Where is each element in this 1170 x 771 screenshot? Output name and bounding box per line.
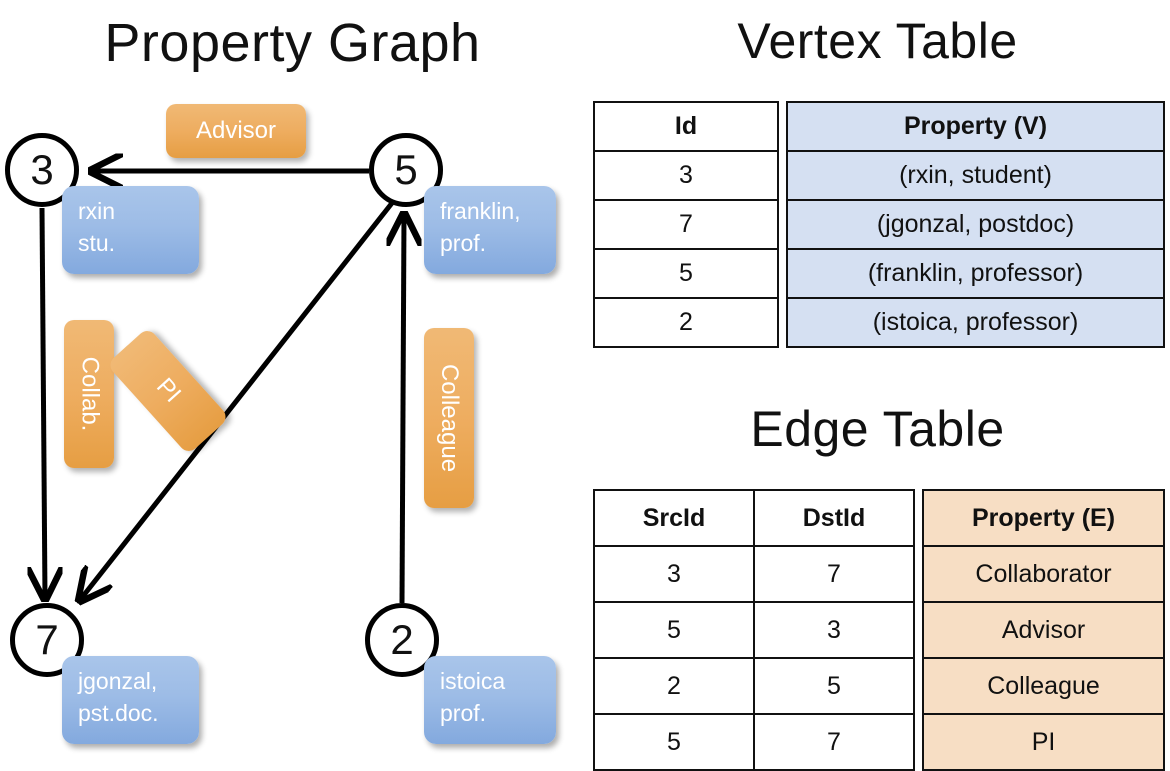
edge-table-header-srcid: SrcId [593, 489, 755, 547]
graph-edge-arrows [0, 0, 585, 760]
edge-label-colleague-text: Colleague [436, 363, 463, 473]
vertex-table-cell-id: 2 [593, 297, 779, 348]
edge-table-cell-srcid: 2 [593, 657, 755, 715]
edge-table-header-dstid: DstId [753, 489, 915, 547]
vertex-table-cell-property: (jgonzal, postdoc) [786, 199, 1165, 250]
table-row: (jgonzal, postdoc) [786, 199, 1165, 250]
table-row: 5 3 [593, 601, 915, 659]
table-header-row: Property (E) [922, 489, 1165, 547]
graph-vertex-7-id: 7 [35, 616, 59, 663]
vertex-table-cell-id: 5 [593, 248, 779, 299]
page-title-edge-table: Edge Table [750, 401, 1005, 457]
table-header-row: Id [593, 101, 779, 152]
edge-table-header-property: Property (E) [922, 489, 1165, 547]
table-row: 5 7 [593, 713, 915, 771]
arrow-3-to-7 [42, 207, 45, 598]
vertex-property-box-7: jgonzal, pst.doc. [62, 656, 199, 744]
table-row: 2 [593, 297, 779, 348]
table-row: 3 [593, 150, 779, 201]
vertex-table-cell-property: (rxin, student) [786, 150, 1165, 201]
edge-label-pi-text: PI [150, 373, 186, 409]
edge-label-collab: Collab. [64, 320, 114, 468]
edge-table-cell-property: Collaborator [922, 545, 1165, 603]
vertex-table-property-column: Property (V) (rxin, student) (jgonzal, p… [786, 101, 1165, 348]
edge-table-cell-dstid: 7 [753, 545, 915, 603]
graph-vertex-3-id: 3 [30, 146, 54, 193]
edge-table-cell-dstid: 3 [753, 601, 915, 659]
page-title-vertex-table: Vertex Table [737, 13, 1018, 69]
table-row: Advisor [922, 601, 1165, 659]
vertex-table-cell-id: 7 [593, 199, 779, 250]
edge-table-cell-property: PI [922, 713, 1165, 771]
graph-vertex-5: 5 [369, 133, 443, 207]
table-row: 2 5 [593, 657, 915, 715]
vertex-table-header-property: Property (V) [786, 101, 1165, 152]
table-row: Colleague [922, 657, 1165, 715]
edge-table-cell-srcid: 3 [593, 545, 755, 603]
vertex-property-box-3: rxin stu. [62, 186, 199, 274]
table-row: (rxin, student) [786, 150, 1165, 201]
vertex-table-id-column: Id 3 7 5 2 [593, 101, 779, 348]
edge-table-property-column: Property (E) Collaborator Advisor Collea… [922, 489, 1165, 771]
edge-table-cell-property: Advisor [922, 601, 1165, 659]
table-header-row: SrcId DstId [593, 489, 915, 547]
edge-label-colleague: Colleague [424, 328, 474, 508]
table-header-row: Property (V) [786, 101, 1165, 152]
property-graph-diagram: Advisor Collab. PI Colleague rxin stu. f… [0, 0, 585, 760]
arrow-2-to-5 [402, 215, 404, 604]
edge-table-cell-srcid: 5 [593, 601, 755, 659]
edge-label-advisor-text: Advisor [195, 117, 277, 144]
graph-vertex-2: 2 [365, 603, 439, 677]
page-title-property-graph: Property Graph [104, 13, 481, 73]
edge-label-advisor: Advisor [166, 104, 306, 158]
vertex-property-box-2: istoica prof. [424, 656, 556, 744]
edge-table-cell-dstid: 7 [753, 713, 915, 771]
vertex-table-cell-property: (franklin, professor) [786, 248, 1165, 299]
edge-table-cell-dstid: 5 [753, 657, 915, 715]
graph-vertex-5-id: 5 [394, 146, 418, 193]
edge-table-cell-property: Colleague [922, 657, 1165, 715]
arrow-5-to-7 [80, 201, 394, 600]
table-row: (franklin, professor) [786, 248, 1165, 299]
edge-table-cell-srcid: 5 [593, 713, 755, 771]
table-row: PI [922, 713, 1165, 771]
edge-table-id-columns: SrcId DstId 3 7 5 3 2 5 5 7 [593, 489, 915, 771]
table-row: 3 7 [593, 545, 915, 603]
vertex-property-box-5: franklin, prof. [424, 186, 556, 274]
vertex-table-cell-property: (istoica, professor) [786, 297, 1165, 348]
vertex-table-cell-id: 3 [593, 150, 779, 201]
table-row: (istoica, professor) [786, 297, 1165, 348]
vertex-table-header-id: Id [593, 101, 779, 152]
table-row: 5 [593, 248, 779, 299]
table-row: 7 [593, 199, 779, 250]
table-row: Collaborator [922, 545, 1165, 603]
graph-vertex-2-id: 2 [390, 616, 414, 663]
edge-label-collab-text: Collab. [76, 356, 103, 432]
